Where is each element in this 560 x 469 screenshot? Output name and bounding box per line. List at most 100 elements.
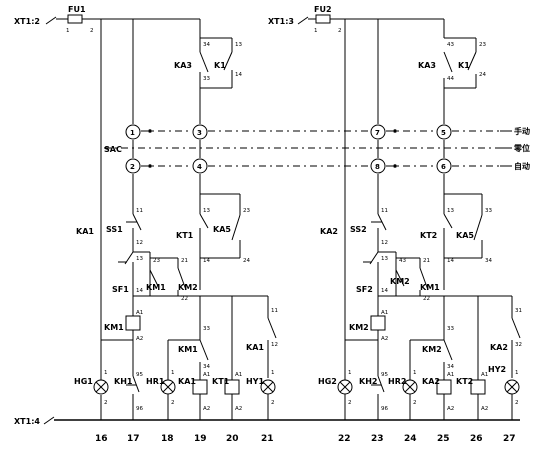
- svg-text:KA2: KA2: [490, 343, 508, 352]
- svg-text:K1: K1: [458, 61, 470, 70]
- contact-k1-left: K1 13 14: [214, 42, 242, 78]
- fuse-label-fu2: FU2: [314, 5, 332, 14]
- svg-text:22: 22: [423, 296, 430, 302]
- coil-ka2: [436, 379, 452, 395]
- switch-label: SAC: [104, 145, 122, 154]
- svg-text:11: 11: [271, 308, 278, 314]
- svg-text:A1: A1: [447, 372, 454, 378]
- svg-text:KM2: KM2: [178, 283, 198, 292]
- svg-text:A2: A2: [235, 406, 242, 412]
- contact-k1-right: K1 23 24: [458, 42, 486, 78]
- svg-text:13: 13: [381, 256, 388, 262]
- svg-text:14: 14: [136, 288, 143, 294]
- right-lower-section: KM2 A1 A2 KM2 33 34 KA2 31 32 HG2 1 2 HR…: [318, 308, 522, 412]
- column-number: 26: [470, 434, 483, 444]
- label-hy2: HY2: [488, 365, 506, 374]
- label-ss1: SS1: [106, 225, 123, 234]
- svg-text:1: 1: [104, 370, 108, 376]
- svg-text:KA3: KA3: [174, 61, 192, 70]
- column-number: 18: [161, 434, 174, 444]
- svg-text:11: 11: [381, 208, 388, 214]
- svg-text:2: 2: [171, 400, 175, 406]
- svg-text:2: 2: [130, 163, 135, 171]
- left-wiring: [100, 19, 269, 420]
- bottom-bus: XT1:4: [14, 416, 520, 426]
- svg-text:2: 2: [348, 400, 352, 406]
- label-kh2: KH2: [359, 377, 377, 386]
- svg-text:34: 34: [447, 364, 454, 370]
- column-numbers: 16 17 18 19 20 21 22 23 24 25 26 27: [95, 434, 516, 444]
- svg-text:43: 43: [447, 42, 454, 48]
- svg-text:33: 33: [485, 208, 492, 214]
- svg-text:5: 5: [441, 129, 446, 137]
- svg-text:23: 23: [153, 258, 160, 264]
- svg-text:KM1: KM1: [178, 345, 198, 354]
- contact-ka3-right: KA3 43 44: [418, 42, 454, 82]
- label-km1-coil-left: KM1: [104, 323, 124, 332]
- svg-text:34: 34: [203, 42, 210, 48]
- svg-text:14: 14: [381, 288, 388, 294]
- label-ka2-coil: KA2: [422, 377, 440, 386]
- svg-text:33: 33: [447, 326, 454, 332]
- lamp-hr1: [160, 379, 176, 395]
- column-number: 17: [127, 434, 140, 444]
- svg-text:A1: A1: [381, 310, 388, 316]
- coil-kt2: [470, 379, 486, 395]
- column-number: 27: [503, 434, 516, 444]
- svg-text:2: 2: [90, 28, 94, 34]
- left-middle-contacts: KA1 SS1 11 12 KT1 13 14 KA5 23 24 SF1 13…: [76, 208, 250, 302]
- label-hr2: HR2: [388, 377, 406, 386]
- svg-text:13: 13: [447, 208, 454, 214]
- svg-text:44: 44: [447, 76, 454, 82]
- label-ka1-left: KA1: [76, 227, 94, 236]
- svg-text:A2: A2: [481, 406, 488, 412]
- svg-text:12: 12: [271, 342, 278, 348]
- svg-text:2: 2: [271, 400, 275, 406]
- svg-text:1: 1: [413, 370, 417, 376]
- svg-text:KM1: KM1: [420, 283, 440, 292]
- label-ka5-right: KA5: [456, 231, 474, 240]
- column-number: 23: [371, 434, 384, 444]
- svg-text:2: 2: [413, 400, 417, 406]
- fuse-fu2: [315, 14, 331, 24]
- svg-text:14: 14: [203, 258, 210, 264]
- svg-text:13: 13: [136, 256, 143, 262]
- svg-text:43: 43: [399, 258, 406, 264]
- svg-text:1: 1: [130, 129, 135, 137]
- svg-text:1: 1: [271, 370, 275, 376]
- svg-text:2: 2: [338, 28, 342, 34]
- svg-text:33: 33: [203, 76, 210, 82]
- svg-text:12: 12: [136, 240, 143, 246]
- terminal-label-xt1-2: XT1:2: [14, 17, 40, 26]
- svg-text:96: 96: [381, 406, 388, 412]
- svg-text:A1: A1: [203, 372, 210, 378]
- svg-text:1: 1: [314, 28, 318, 34]
- svg-text:14: 14: [447, 258, 454, 264]
- svg-text:KM2: KM2: [390, 277, 410, 286]
- svg-text:21: 21: [181, 258, 188, 264]
- label-sf2: SF2: [356, 285, 373, 294]
- svg-text:KM1: KM1: [146, 283, 166, 292]
- label-kh1: KH1: [114, 377, 133, 386]
- svg-text:33: 33: [203, 326, 210, 332]
- column-number: 16: [95, 434, 108, 444]
- svg-text:32: 32: [515, 342, 522, 348]
- lamp-hy1: [260, 379, 276, 395]
- column-number: 25: [437, 434, 450, 444]
- svg-text:A2: A2: [203, 406, 210, 412]
- label-km2-coil-right: KM2: [349, 323, 369, 332]
- svg-text:KA1: KA1: [246, 343, 264, 352]
- svg-text:2: 2: [104, 400, 108, 406]
- svg-text:96: 96: [136, 406, 143, 412]
- label-kt2: KT2: [420, 231, 437, 240]
- svg-text:A1: A1: [136, 310, 143, 316]
- svg-text:7: 7: [375, 129, 380, 137]
- svg-text:14: 14: [235, 72, 242, 78]
- terminal-label-xt1-3: XT1:3: [268, 17, 294, 26]
- svg-text:24: 24: [243, 258, 250, 264]
- contact-ka3-left: KA3 34 33: [174, 38, 210, 82]
- svg-text:1: 1: [515, 370, 519, 376]
- svg-text:11: 11: [136, 208, 143, 214]
- svg-text:A1: A1: [481, 372, 488, 378]
- coil-kt1: [224, 379, 240, 395]
